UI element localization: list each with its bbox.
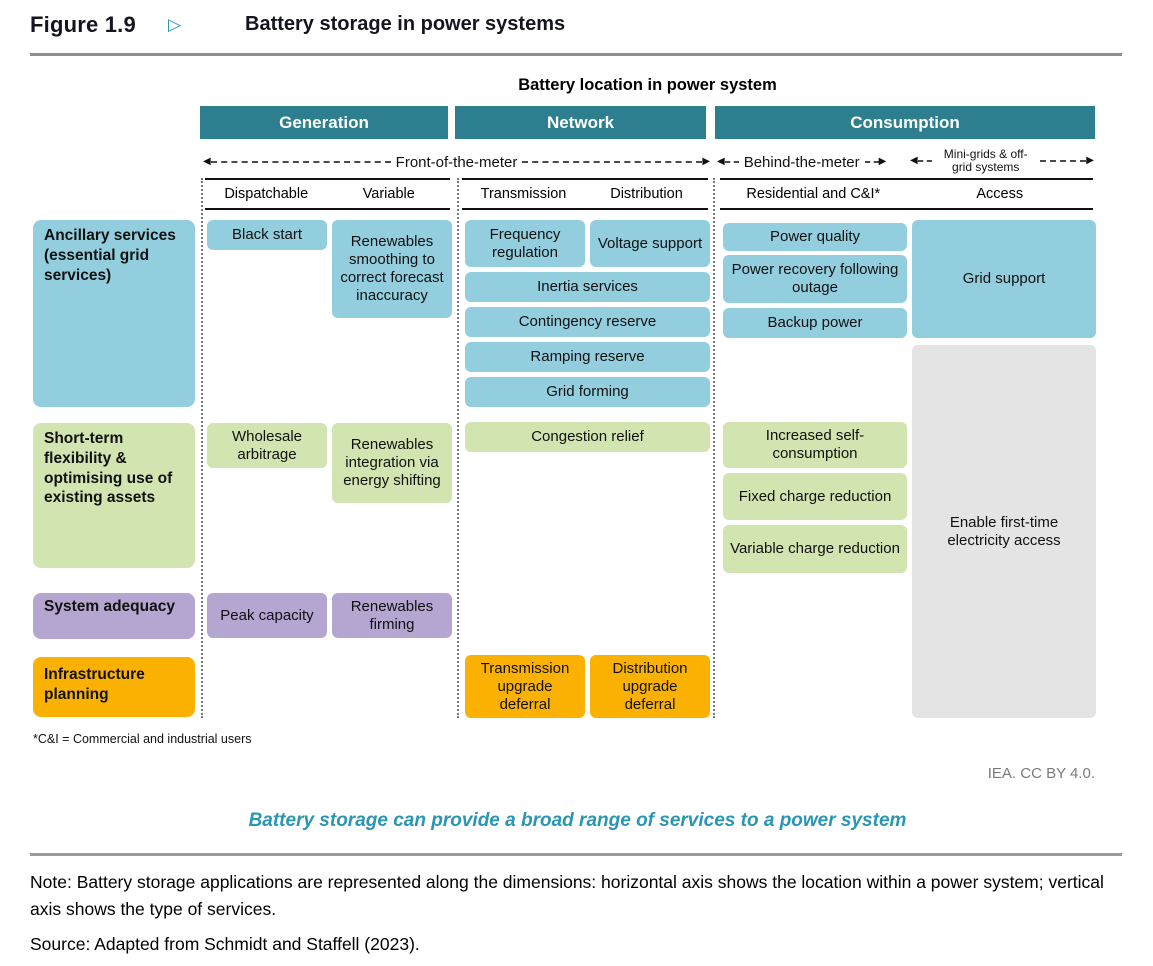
group-header-network: Network (455, 106, 706, 139)
cell-renewables-smoothing: Renewables smoothing to correct forecast… (332, 220, 452, 318)
row-label-infrastructure: Infrastructure planning (33, 657, 195, 717)
meter-label-behind: Behind-the-meter (743, 153, 860, 171)
figure-title: Battery storage in power systems (245, 13, 566, 35)
row-label-ancillary: Ancillary services (essential grid servi… (33, 220, 195, 407)
cell-variable-charge: Variable charge reduction (723, 525, 907, 573)
cell-black-start: Black start (207, 220, 327, 250)
axis-title: Battery location in power system (518, 76, 777, 94)
cell-congestion-relief: Congestion relief (465, 422, 710, 452)
cell-frequency-regulation: Frequency regulation (465, 220, 585, 267)
group-header-generation: Generation (200, 106, 448, 139)
cell-first-time-access: Enable first-time electricity access (912, 345, 1096, 718)
row-label-adequacy: System adequacy (33, 593, 195, 639)
figure-marker-icon: ▷ (168, 15, 182, 34)
cell-inertia-services: Inertia services (465, 272, 710, 302)
cell-grid-forming: Grid forming (465, 377, 710, 407)
subcol-variable: Variable (362, 186, 415, 202)
cell-increased-self-consumption: Increased self-consumption (723, 422, 907, 468)
cell-ramping-reserve: Ramping reserve (465, 342, 710, 372)
subcol-dispatchable: Dispatchable (224, 186, 309, 202)
cell-grid-support: Grid support (912, 220, 1096, 338)
footnote: *C&I = Commercial and industrial users (33, 732, 252, 746)
dashed-line (864, 161, 879, 163)
cell-renewables-firming: Renewables firming (332, 593, 452, 638)
cell-fixed-charge: Fixed charge reduction (723, 473, 907, 520)
arrow-left-icon: ◀ (717, 156, 725, 167)
subcol-distribution: Distribution (610, 186, 683, 202)
cell-backup-power: Backup power (723, 308, 907, 338)
cell-distribution-deferral: Distribution upgrade deferral (590, 655, 710, 718)
cell-power-quality: Power quality (723, 223, 907, 251)
subheader-network: Transmission Distribution (462, 178, 708, 210)
dashed-line (210, 161, 391, 163)
arrow-right-icon: ▶ (702, 156, 711, 167)
arrow-left-icon: ◀ (910, 155, 918, 166)
meter-label-minigrid: Mini-grids & off-grid systems (943, 146, 1028, 174)
source-text: Source: Adapted from Schmidt and Staffel… (30, 934, 420, 954)
meter-arrow-front: ◀ Front-of-the-meter ▶ (203, 150, 710, 174)
dotted-separator (201, 178, 203, 718)
figure-caption: Battery storage can provide a broad rang… (248, 810, 907, 831)
subcol-residential: Residential and C&I* (746, 186, 881, 202)
cell-peak-capacity: Peak capacity (207, 593, 327, 638)
meter-label-front: Front-of-the-meter (395, 153, 518, 171)
dotted-separator (713, 178, 715, 718)
cell-wholesale-arbitrage: Wholesale arbitrage (207, 423, 327, 468)
cell-renewables-integration: Renewables integration via energy shifti… (332, 423, 452, 503)
meter-arrow-behind: ◀ Behind-the-meter ▶ (717, 150, 907, 174)
dashed-line (724, 161, 739, 163)
subheader-generation: Dispatchable Variable (205, 178, 450, 210)
cell-transmission-deferral: Transmission upgrade deferral (465, 655, 585, 718)
attribution: IEA. CC BY 4.0. (987, 765, 1095, 782)
arrow-right-icon: ▶ (878, 156, 887, 167)
title-divider (30, 53, 1122, 56)
subheader-consumption: Residential and C&I* Access (720, 178, 1093, 210)
arrow-right-icon: ▶ (1086, 155, 1094, 166)
arrow-left-icon: ◀ (203, 156, 211, 167)
dashed-line (522, 161, 703, 163)
group-header-consumption: Consumption (715, 106, 1095, 139)
dashed-line (1039, 160, 1087, 162)
figure-label: Figure 1.9 (30, 12, 136, 37)
cell-contingency-reserve: Contingency reserve (465, 307, 710, 337)
row-label-flexibility: Short-term flexibility & optimising use … (33, 423, 195, 568)
note-text: Note: Battery storage applications are r… (30, 872, 1104, 920)
cell-voltage-support: Voltage support (590, 220, 710, 267)
dotted-separator (457, 178, 459, 718)
subcol-transmission: Transmission (480, 186, 567, 202)
meter-arrow-minigrid: ◀ Mini-grids & off-grid systems ▶ (910, 146, 1094, 176)
subcol-access: Access (976, 186, 1024, 202)
dashed-line (917, 160, 932, 162)
note-divider (30, 853, 1122, 856)
cell-power-recovery: Power recovery following outage (723, 255, 907, 303)
